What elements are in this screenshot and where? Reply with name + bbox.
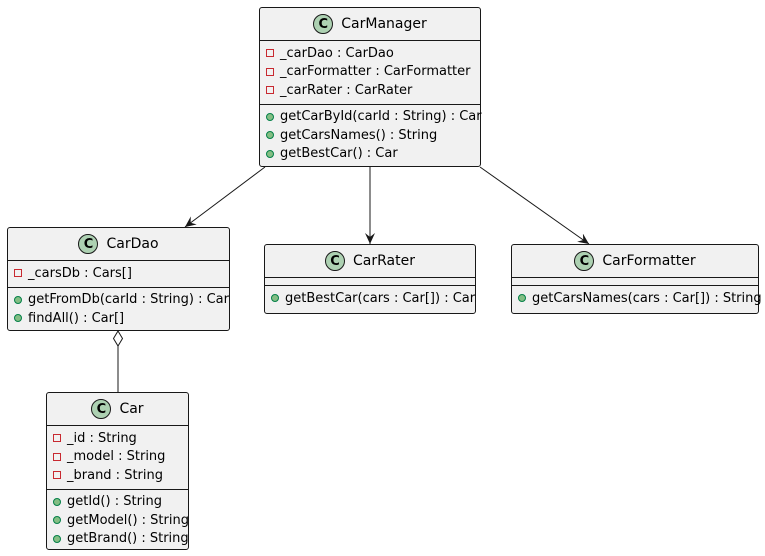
methods-section: getCarsNames(cars : Car[]) : String (512, 285, 762, 312)
field-text: _brand : String (67, 467, 163, 483)
class-header: C CarManager (260, 8, 480, 40)
method-row: getBrand() : String (47, 530, 189, 549)
class-header: C CarRater (265, 245, 475, 277)
class-carrater[interactable]: C CarRater getBestCar(cars : Car[]) : Ca… (264, 244, 476, 314)
method-text: getBestCar() : Car (280, 146, 398, 162)
public-marker-icon (53, 497, 61, 506)
class-name: Car (119, 401, 144, 417)
field-text: _model : String (67, 449, 166, 465)
method-text: getFromDb(carId : String) : Car (28, 292, 229, 308)
edge-carmanager-carformatter (479, 166, 590, 245)
methods-section: getId() : String getModel() : String get… (47, 488, 189, 553)
field-text: _carDao : CarDao (280, 45, 394, 61)
fields-section (512, 277, 758, 285)
class-icon: C (574, 251, 595, 271)
method-row: getBestCar(cars : Car[]) : Car (265, 289, 475, 308)
field-row: _model : String (47, 448, 188, 467)
class-cardao[interactable]: C CarDao _carsDb : Cars[] getFromDb(carI… (7, 227, 230, 331)
method-text: getBestCar(cars : Car[]) : Car (285, 290, 476, 306)
class-icon: C (325, 251, 346, 271)
field-text: _carRater : CarRater (280, 82, 413, 98)
public-marker-icon (266, 112, 274, 121)
field-row: _brand : String (47, 466, 188, 485)
method-row: getFromDb(carId : String) : Car (8, 291, 229, 310)
method-row: getCarsNames() : String (260, 126, 480, 145)
field-row: _carsDb : Cars[] (8, 264, 229, 283)
method-row: getCarById(carId : String) : Car (260, 108, 482, 127)
public-marker-icon (266, 131, 274, 140)
class-icon: C (313, 14, 334, 34)
private-marker-icon (53, 452, 61, 461)
field-row: _carDao : CarDao (260, 44, 480, 63)
aggregation-diamond (112, 330, 124, 347)
class-car[interactable]: C Car _id : String _model : String _bran… (46, 392, 189, 550)
methods-section: getBestCar(cars : Car[]) : Car (265, 285, 475, 312)
edge-carmanager-cardao (184, 166, 266, 228)
method-row: getCarsNames(cars : Car[]) : String (512, 289, 762, 308)
class-header: C CarFormatter (512, 245, 758, 277)
private-marker-icon (266, 86, 274, 95)
class-carmanager[interactable]: C CarManager _carDao : CarDao _carFormat… (259, 7, 482, 168)
fields-section: _carsDb : Cars[] (8, 260, 229, 287)
field-text: _id : String (67, 430, 137, 446)
method-row: getModel() : String (47, 511, 189, 530)
method-text: getCarsNames(cars : Car[]) : String (532, 290, 762, 306)
public-marker-icon (53, 534, 61, 543)
fields-section (265, 277, 475, 285)
fields-section: _carDao : CarDao _carFormatter : CarForm… (260, 40, 480, 104)
class-name: CarDao (106, 236, 159, 252)
class-header: C Car (47, 393, 188, 425)
public-marker-icon (53, 516, 61, 525)
field-text: _carFormatter : CarFormatter (280, 64, 471, 80)
method-text: getCarById(carId : String) : Car (280, 109, 482, 125)
field-row: _carFormatter : CarFormatter (260, 63, 480, 82)
class-carformatter[interactable]: C CarFormatter getCarsNames(cars : Car[]… (511, 244, 762, 314)
private-marker-icon (14, 269, 22, 278)
public-marker-icon (266, 149, 274, 158)
class-icon: C (78, 234, 99, 254)
class-header: C CarDao (8, 228, 229, 260)
class-name: CarManager (341, 16, 427, 32)
methods-section: getFromDb(carId : String) : Car findAll(… (8, 286, 229, 332)
method-row: getId() : String (47, 493, 188, 512)
method-text: getId() : String (67, 494, 163, 510)
private-marker-icon (53, 471, 61, 480)
method-text: getBrand() : String (67, 531, 189, 547)
method-row: getBestCar() : Car (260, 145, 480, 164)
public-marker-icon (14, 295, 22, 304)
private-marker-icon (266, 49, 274, 58)
public-marker-icon (271, 294, 279, 303)
public-marker-icon (14, 314, 22, 323)
class-name: CarRater (353, 253, 415, 269)
method-text: getCarsNames() : String (280, 127, 438, 143)
method-text: getModel() : String (67, 512, 189, 528)
class-icon: C (91, 399, 112, 419)
private-marker-icon (53, 434, 61, 443)
field-row: _id : String (47, 429, 188, 448)
methods-section: getCarById(carId : String) : Car getCars… (260, 103, 482, 168)
field-row: _carRater : CarRater (260, 81, 480, 100)
field-text: _carsDb : Cars[] (28, 265, 132, 281)
public-marker-icon (518, 294, 526, 303)
method-row: findAll() : Car[] (8, 309, 229, 328)
class-name: CarFormatter (602, 253, 696, 269)
fields-section: _id : String _model : String _brand : St… (47, 425, 188, 489)
private-marker-icon (266, 67, 274, 76)
method-text: findAll() : Car[] (28, 310, 125, 326)
